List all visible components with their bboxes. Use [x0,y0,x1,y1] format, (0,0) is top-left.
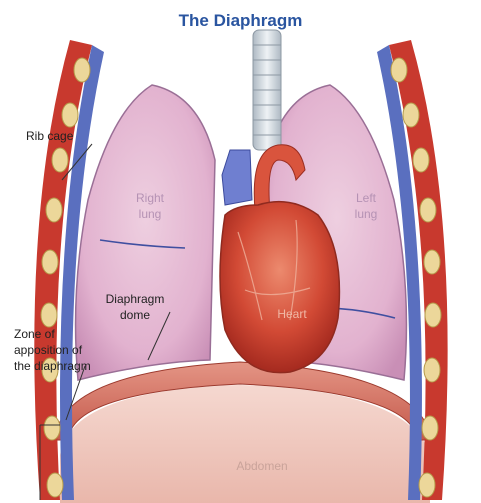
heart [220,202,339,373]
abdomen-label: Abdomen [236,459,287,473]
superior-vena-cava [222,150,252,205]
zone-of-apposition-label-line1: Zone of [14,327,55,341]
left-lung-label-line2: lung [355,207,378,221]
rib-cage-label: Rib cage [26,129,74,143]
diaphragm-dome-label-line1: Diaphragm [106,292,165,306]
right-lung-label-line1: Right [136,191,165,205]
zone-of-apposition-label-line2: apposition of [14,343,83,357]
right-lung-label-line2: lung [139,207,162,221]
trachea [253,30,281,150]
diaphragm-dome-label-line2: dome [120,308,150,322]
heart-label: Heart [277,307,307,321]
zone-of-apposition-label-line3: the diaphragm [14,359,91,373]
left-lung-label-line1: Left [356,191,377,205]
right-lung [76,85,215,380]
